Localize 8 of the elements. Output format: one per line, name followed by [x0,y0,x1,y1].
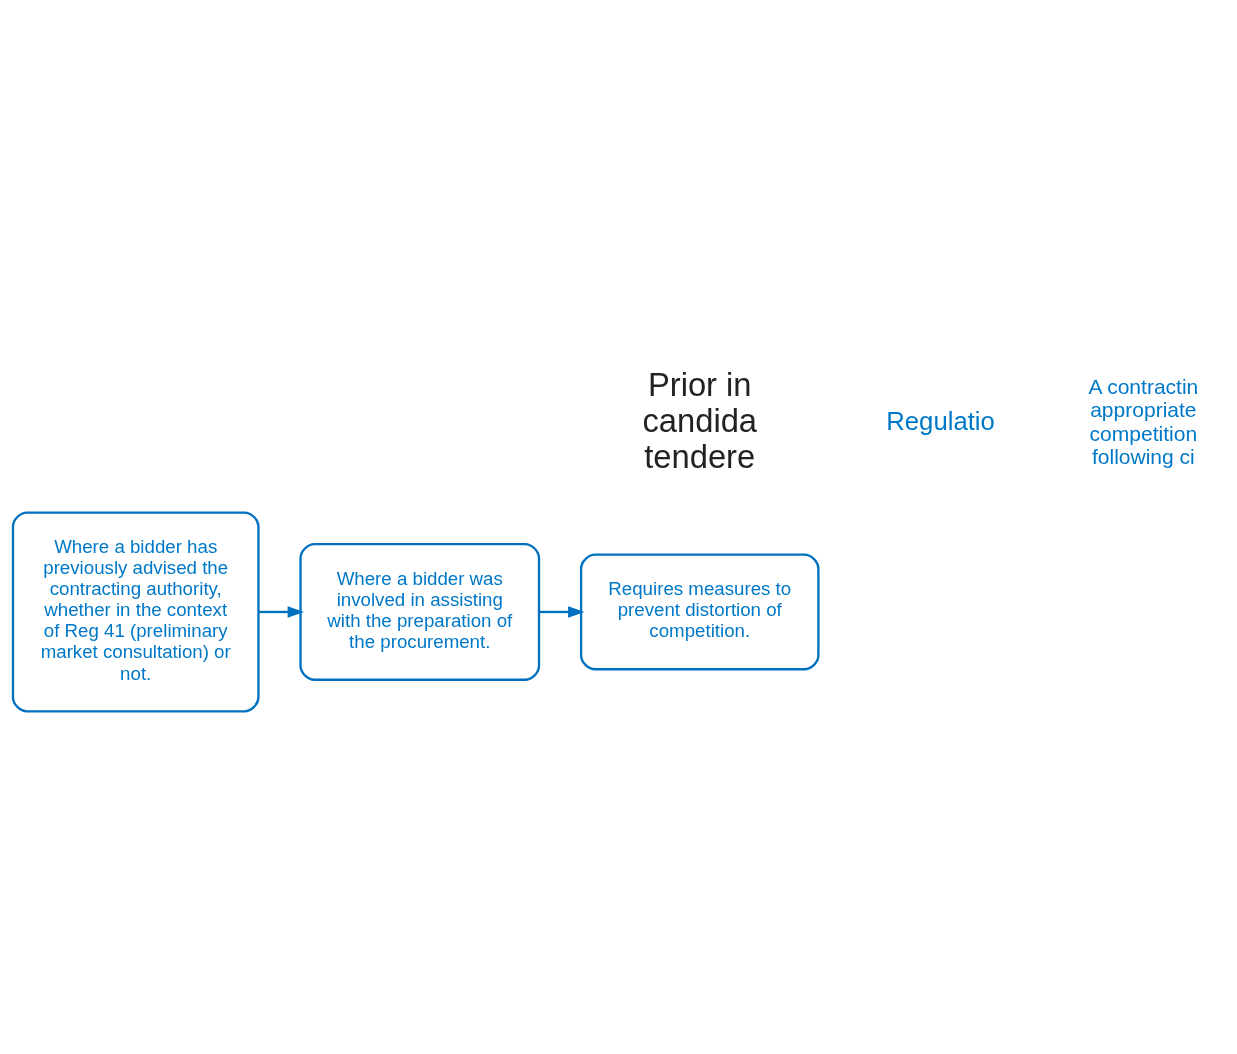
label: A contractin appropriate competition following ci [1088,374,1199,468]
arrow [258,605,305,618]
node-box: Where a bidder has previously advised the contracting authority, whether in the context of Reg 41 (preliminary market consultation) or not. [11,510,260,712]
label: Prior in candida tendere [642,365,758,475]
label: Regulatio [886,406,995,435]
node-box: Where a bidder was involved in assisting with the preparation of the procurement. [299,542,541,681]
node-box: Requires measures to prevent distortion of competition. [579,553,820,670]
arrow [539,605,585,618]
